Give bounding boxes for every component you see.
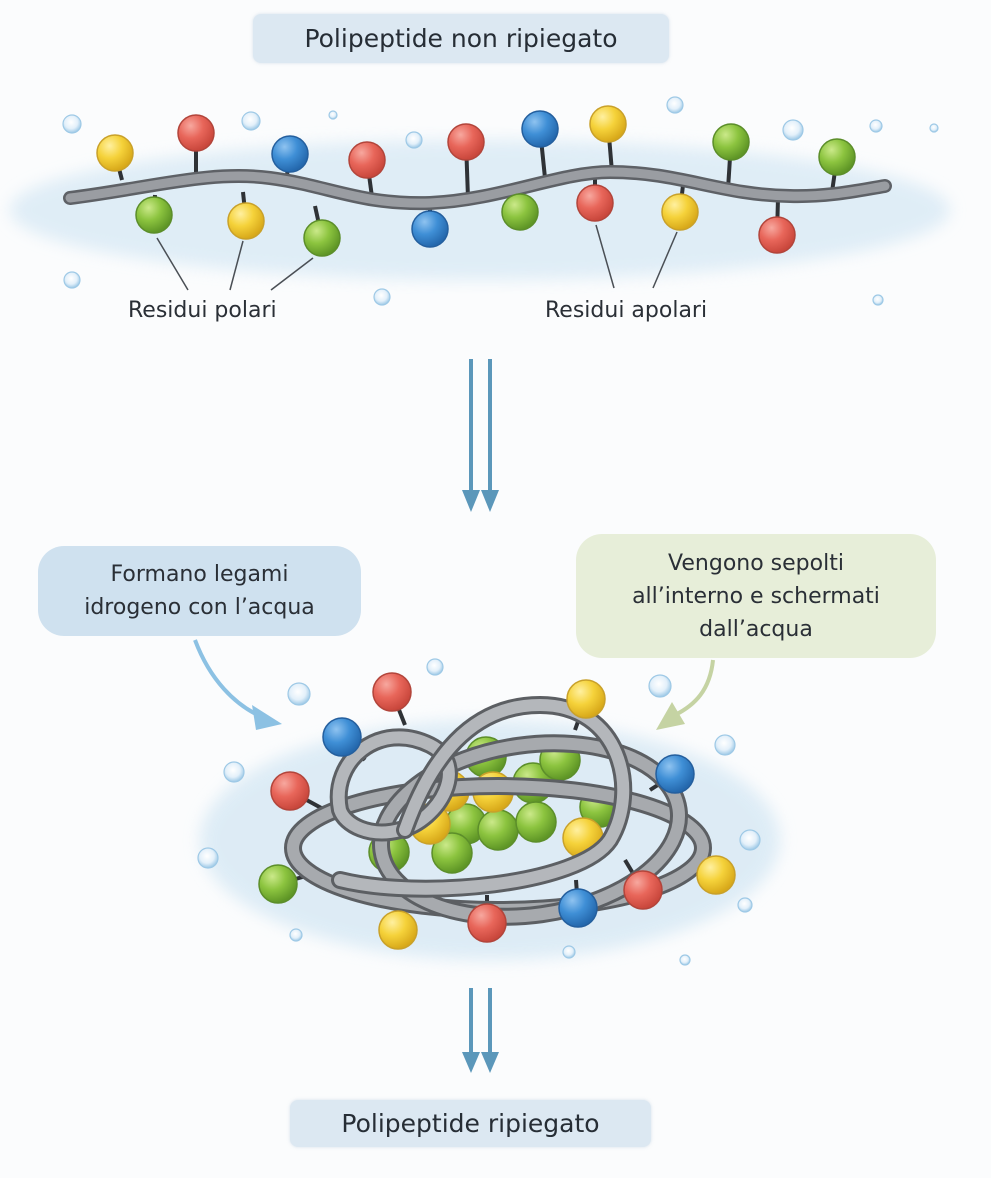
surface-residue-red <box>372 672 412 712</box>
unfolded-residue-red <box>177 114 215 152</box>
apolar-callout-line-2: all’interno e schermati <box>632 583 880 609</box>
polar-callout-line-2: idrogeno con l’acqua <box>84 595 315 620</box>
polar-callout-line-1: Formano legami <box>110 562 289 587</box>
unfolded-residue-blue <box>271 135 309 173</box>
core-residue-green <box>477 809 519 851</box>
water-bubble-icon <box>289 928 303 942</box>
unfolded-residue-yellow <box>96 134 134 172</box>
unfolded-residue-red <box>348 141 386 179</box>
water-bubble-icon <box>241 111 261 131</box>
water-bubble-icon <box>197 847 219 869</box>
surface-residue-red <box>270 771 310 811</box>
surface-residue-yellow <box>378 910 418 950</box>
water-bubble-icon <box>373 288 391 306</box>
backbone-folded <box>284 695 712 926</box>
unfolded-residue-green <box>501 193 539 231</box>
unfolded-residue-blue <box>521 110 559 148</box>
water-bubble-icon <box>739 829 761 851</box>
polar-residues-label: Residui polari <box>128 298 277 323</box>
apolar-pointer-lines <box>595 224 678 289</box>
unfolded-residue-green <box>818 138 856 176</box>
folded-protein <box>258 672 736 950</box>
surface-residue-red <box>467 903 507 943</box>
apolar-callout-arrow <box>656 659 715 730</box>
water-bubble-icon <box>648 674 672 698</box>
polar-pointer-lines <box>156 237 314 291</box>
folded-title: Polipeptide ripiegato <box>290 1100 651 1147</box>
water-bubble-icon <box>782 119 804 141</box>
water-bubble-icon <box>679 954 691 966</box>
transition-arrow-top <box>462 359 499 512</box>
water-bubble-icon <box>929 123 939 133</box>
surface-residue-red <box>623 870 663 910</box>
unfolded-chain <box>63 105 892 257</box>
polar-callout-arrow <box>193 639 282 730</box>
water-bubble-icon <box>737 897 753 913</box>
unfolded-residue-red <box>758 216 796 254</box>
unfolded-residue-green <box>135 196 173 234</box>
water-bubble-icon <box>869 119 883 133</box>
unfolded-residue-green <box>303 219 341 257</box>
water-bubble-icon <box>562 945 576 959</box>
surface-residue-yellow <box>696 855 736 895</box>
surface-residue-blue <box>322 717 362 757</box>
unfolded-residue-yellow <box>661 193 699 231</box>
water-bubble-icon <box>426 658 444 676</box>
unfolded-residue-red <box>447 123 485 161</box>
surface-residue-blue <box>655 754 695 794</box>
transition-arrow-bottom <box>462 988 499 1073</box>
apolar-callout: Vengono sepolti all’interno e schermati … <box>576 534 936 658</box>
unfolded-residue-red <box>576 184 614 222</box>
surface-residue-blue <box>558 888 598 928</box>
surface-residue-green <box>258 864 298 904</box>
water-bubble-icon <box>223 761 245 783</box>
apolar-callout-line-1: Vengono sepolti <box>668 550 844 576</box>
surface-residue-yellow <box>566 679 606 719</box>
water-bubbles <box>62 96 939 966</box>
unfolded-residue-blue <box>411 210 449 248</box>
apolar-callout-line-3: dall’acqua <box>699 616 813 642</box>
water-bubble-icon <box>287 682 311 706</box>
polar-callout: Formano legami idrogeno con l’acqua <box>38 546 361 636</box>
water-bubble-icon <box>63 271 81 289</box>
water-bubble-icon <box>714 734 736 756</box>
unfolded-residue-yellow <box>589 105 627 143</box>
unfolded-residue-yellow <box>227 202 265 240</box>
core-residue-green <box>515 801 557 843</box>
water-bubble-icon <box>405 131 423 149</box>
water-bubble-icon <box>328 110 338 120</box>
unfolded-residue-green <box>712 123 750 161</box>
unfolded-title: Polipeptide non ripiegato <box>253 14 669 63</box>
water-bubble-icon <box>872 294 884 306</box>
water-bubble-icon <box>62 114 82 134</box>
apolar-residues-label: Residui apolari <box>545 298 708 323</box>
core-residue-green <box>431 832 473 874</box>
water-bubble-icon <box>666 96 684 114</box>
